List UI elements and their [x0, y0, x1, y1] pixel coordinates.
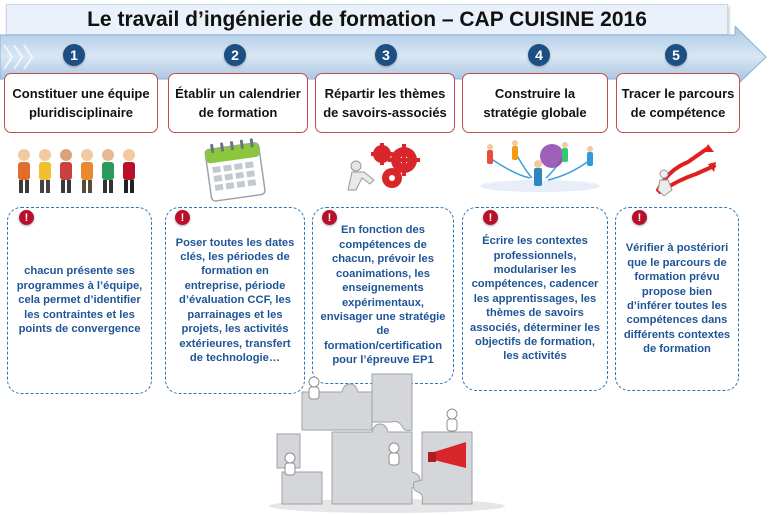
step-detail-1-text: chacun présente ses programmes à l’équip…	[16, 265, 143, 336]
alert-icon-5: !	[632, 210, 647, 225]
step-number-1: 1	[63, 44, 85, 66]
step-detail-5-text: Vérifier à postériori que le parcours de…	[623, 242, 731, 356]
step-number-4: 4	[528, 44, 550, 66]
alert-icon-2: !	[175, 210, 190, 225]
step-detail-1: chacun présente ses programmes à l’équip…	[7, 207, 152, 394]
step-detail-2-text: Poser toutes les dates clés, les période…	[175, 236, 295, 364]
step-label-2-text: Établir un calendrier de formation	[175, 86, 301, 120]
step-label-3: Répartir les thèmes de savoirs-associés	[315, 73, 455, 133]
step-detail-4: Écrire les contextes professionnels, mod…	[462, 207, 608, 391]
step-label-3-text: Répartir les thèmes de savoirs-associés	[323, 86, 447, 120]
step-detail-2: Poser toutes les dates clés, les période…	[165, 207, 305, 394]
network-strategy-icon	[480, 140, 600, 192]
step-label-5: Tracer le parcours de compétence	[616, 73, 740, 133]
person-pushing-gears-icon	[347, 143, 420, 191]
alert-icon-1: !	[19, 210, 34, 225]
step-label-2: Établir un calendrier de formation	[168, 73, 308, 133]
team-of-people-icon	[18, 149, 135, 193]
step-label-1: Constituer une équipe pluridisciplinaire	[4, 73, 158, 133]
step-detail-5: Vérifier à postériori que le parcours de…	[615, 207, 739, 391]
puzzle-teamwork-icon	[269, 373, 505, 513]
step-detail-3-text: En fonction des compétences de chacun, p…	[320, 224, 446, 367]
step-label-4-text: Construire la stratégie globale	[483, 86, 587, 120]
alert-icon-4: !	[483, 210, 498, 225]
step-label-4: Construire la stratégie globale	[462, 73, 608, 133]
step-detail-3: En fonction des compétences de chacun, p…	[312, 207, 454, 384]
alert-icon-3: !	[322, 210, 337, 225]
arrows-target-icon	[656, 144, 716, 197]
step-detail-4-text: Écrire les contextes professionnels, mod…	[470, 235, 600, 363]
page-title: Le travail d’ingénierie de formation – C…	[6, 4, 728, 35]
step-label-5-text: Tracer le parcours de compétence	[621, 86, 735, 120]
step-label-1-text: Constituer une équipe pluridisciplinaire	[12, 86, 150, 120]
calendar-icon	[204, 138, 266, 202]
step-number-5: 5	[665, 44, 687, 66]
step-number-2: 2	[224, 44, 246, 66]
step-number-3: 3	[375, 44, 397, 66]
